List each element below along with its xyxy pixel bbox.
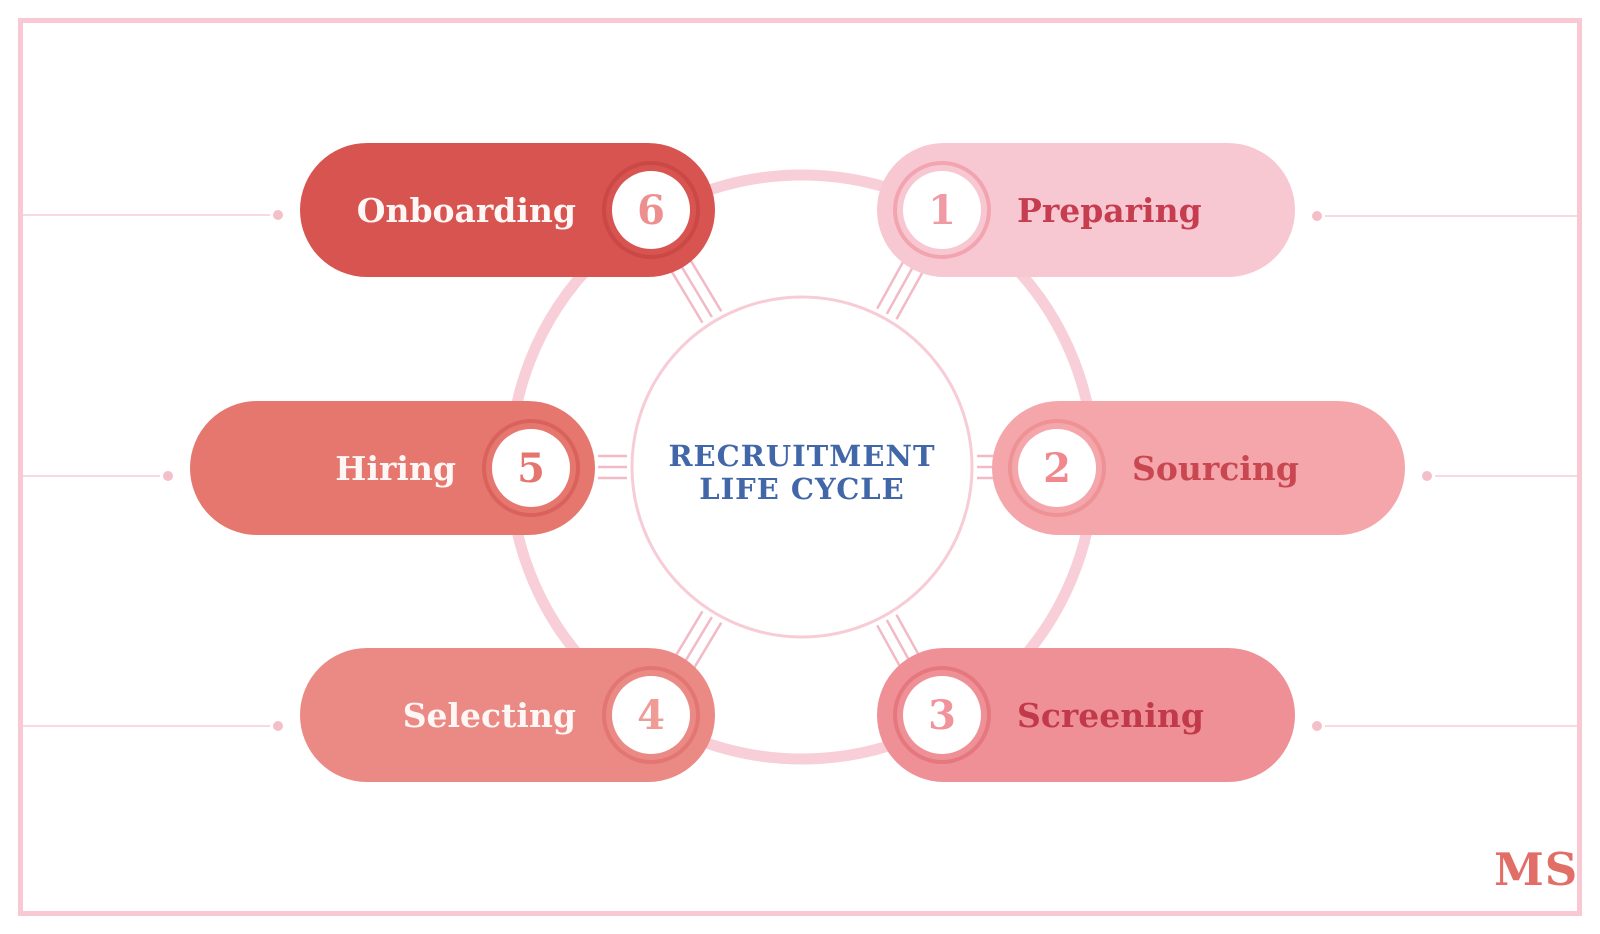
connector-dot xyxy=(1312,721,1322,731)
stage-number: 3 xyxy=(928,691,956,739)
stage-number-badge: 6 xyxy=(602,161,700,259)
stage-pill-selecting: Selecting 4 xyxy=(300,648,715,782)
stage-number-badge: 3 xyxy=(893,666,991,764)
stage-pill-hiring: Hiring 5 xyxy=(190,401,595,535)
connector-dot xyxy=(163,471,173,481)
stage-number-circle: 3 xyxy=(903,676,981,754)
stage-pill-screening: 3 Screening xyxy=(877,648,1295,782)
connector-line-left-row3 xyxy=(23,721,283,731)
stage-pill-preparing: 1 Preparing xyxy=(877,143,1295,277)
diagram-title-line1: RECRUITMENT xyxy=(668,439,936,473)
stage-label: Preparing xyxy=(1017,190,1202,230)
stage-number-circle: 4 xyxy=(612,676,690,754)
stage-number-badge: 4 xyxy=(602,666,700,764)
stage-number-badge: 2 xyxy=(1008,419,1106,517)
stage-number: 6 xyxy=(637,186,665,234)
stage-number: 4 xyxy=(637,691,665,739)
stage-number-circle: 6 xyxy=(612,171,690,249)
connector-line-left-row2 xyxy=(23,471,173,481)
stage-label: Screening xyxy=(1017,695,1204,735)
diagram-title-line2: LIFE CYCLE xyxy=(699,472,905,506)
stage-number: 5 xyxy=(517,444,545,492)
diagram-title: RECRUITMENT LIFE CYCLE xyxy=(552,440,1052,506)
connector-line-right-row3 xyxy=(1312,721,1577,731)
stage-number-circle: 2 xyxy=(1018,429,1096,507)
stage-label: Onboarding xyxy=(356,190,576,230)
stage-label: Hiring xyxy=(335,448,456,488)
stage-number: 2 xyxy=(1043,444,1071,492)
connector-line-right-row1 xyxy=(1312,211,1577,221)
stage-label: Sourcing xyxy=(1132,448,1299,488)
stage-number-circle: 1 xyxy=(903,171,981,249)
stage-number: 1 xyxy=(928,186,956,234)
stage-label: Selecting xyxy=(402,695,576,735)
connector-line-right-row2 xyxy=(1422,471,1577,481)
connector-dot xyxy=(1422,471,1432,481)
connector-line-left-row1 xyxy=(23,210,283,220)
stage-pill-onboarding: Onboarding 6 xyxy=(300,143,715,277)
stage-number-circle: 5 xyxy=(492,429,570,507)
stage-pill-sourcing: 2 Sourcing xyxy=(992,401,1405,535)
connector-dot xyxy=(1312,211,1322,221)
connector-dot xyxy=(273,721,283,731)
connector-dot xyxy=(273,210,283,220)
stage-number-badge: 5 xyxy=(482,419,580,517)
brand-watermark: MS xyxy=(1494,843,1579,896)
stage-number-badge: 1 xyxy=(893,161,991,259)
